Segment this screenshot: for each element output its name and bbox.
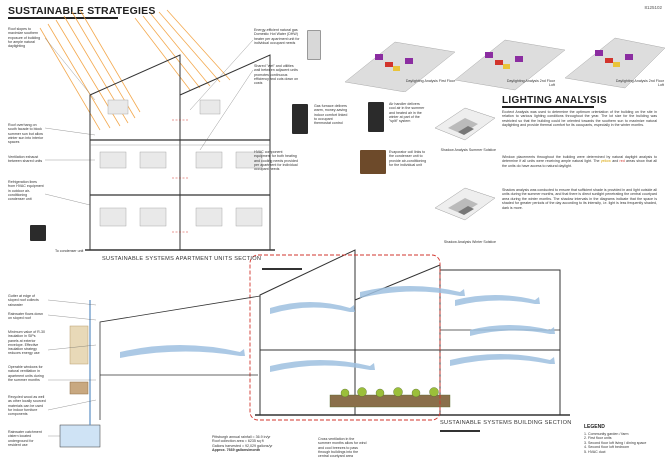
rain-line-4: Approx. 7669 gallons/month <box>212 447 261 452</box>
page-title: SUSTAINABLE STRATEGIES <box>8 5 156 17</box>
caption-daylight-2: Daylighting Analysis 2nd Floor Loft <box>506 79 555 88</box>
legend-item: 2. First floor units <box>584 436 612 441</box>
note-recycled-wood: Recycled wood as well as other locally s… <box>8 395 46 417</box>
legend-item: 5. HVAC duct <box>584 449 606 454</box>
hvac-ducts <box>172 119 188 233</box>
note-rain-flow: Rainwater flows down on sloped roof <box>8 312 43 321</box>
caption-shadow-winter: Shadow Analysis Winter Solstice <box>443 240 496 244</box>
note-dhw-heater: Energy-efficient natural gas Domestic Ho… <box>254 28 300 45</box>
legend-item: 4. Second floor loft bedroom <box>584 445 630 450</box>
legend-title: LEGEND <box>584 424 605 430</box>
lighting-analysis-title: LIGHTING ANALYSIS <box>502 95 607 106</box>
condenser-unit-image <box>30 225 46 241</box>
courtyard-garden <box>329 387 451 408</box>
legend-item: 3. Second floor loft living / dining spa… <box>584 440 647 445</box>
apartment-section-label: SUSTAINABLE SYSTEMS APARTMENT UNITS SECT… <box>102 256 262 262</box>
note-evaporator: Evaporator coil links to the condenser u… <box>389 150 427 167</box>
note-hvac-component: HVAC component equipment for both heatin… <box>254 150 298 172</box>
note-insulation: Minimum value of R-30 insulation in SIPs… <box>8 330 45 356</box>
furnace-image <box>292 104 308 134</box>
p2-text: Window placements throughout the buildin… <box>502 155 657 164</box>
rain-line-3: Gallons harvested = 92,029 gallons/yr <box>212 443 273 448</box>
note-gutter: Gutter at edge of sloped roof collects r… <box>8 294 39 307</box>
water-heater-image <box>307 30 321 60</box>
note-roof-slope: Roof slopes to maximize southern exposur… <box>8 27 41 49</box>
title-underline <box>8 17 118 19</box>
p2-yellow: yellow <box>600 159 611 164</box>
rain-line-1: Pittsburgh annual rainfall = 36.9 in/yr <box>212 435 271 439</box>
lighting-underline <box>502 106 594 108</box>
apartment-section <box>85 54 275 251</box>
apartment-interior <box>99 99 263 227</box>
legend-items: 1. Community garden / farm 2. First floo… <box>584 432 664 454</box>
leader-lines <box>44 37 254 437</box>
note-operable-windows: Operable windows for natural ventilation… <box>8 365 44 382</box>
note-cross-ventilation: Cross ventilation in the summer months a… <box>318 437 367 459</box>
note-to-condenser: To condenser unit <box>55 249 84 253</box>
evaporator-coil-image <box>360 150 386 174</box>
rain-calculation: Pittsburgh annual rainfall = 36.9 in/yr … <box>212 435 294 452</box>
rainwater-system <box>59 300 101 448</box>
note-gas-furnace: Gas furnace delivers warm, money-saving … <box>314 104 348 126</box>
p2-red: red <box>619 159 625 164</box>
left-building <box>99 295 261 420</box>
legend-item: 1. Community garden / farm <box>584 432 629 436</box>
building-section-label: SUSTAINABLE SYSTEMS BUILDING SECTION <box>440 420 572 426</box>
caption-daylight-1: Daylighting Analysis First Floor <box>405 79 455 83</box>
scale-bar-2 <box>440 430 480 432</box>
note-air-handler: Air handler delivers cool air in the sum… <box>389 102 425 124</box>
note-ventilation: Ventilation exhaust between shared units <box>8 155 43 164</box>
lighting-paragraph-2: Window placements throughout the buildin… <box>502 155 657 168</box>
note-refrigeration: Refrigeration lines from HVAC equipment … <box>8 180 44 202</box>
page-id: 8125102 <box>644 5 662 10</box>
building-section <box>255 249 570 416</box>
air-handler-image <box>368 102 384 132</box>
shadow-thumbnails <box>434 107 496 221</box>
scale-bar <box>262 268 302 270</box>
wind-arrows <box>120 286 555 372</box>
note-roof-overhang: Roof overhang on south facade to block s… <box>8 123 44 145</box>
rain-line-2: Roof collection area = 6235 sq ft <box>212 439 264 444</box>
lighting-paragraph-1: Ecotect Analysis was used to determine t… <box>502 110 657 128</box>
note-cistern: Rainwater catchment cistern located unde… <box>8 430 42 447</box>
highlight-frame <box>249 254 441 421</box>
lighting-paragraph-3: Shadow analysis was conducted to ensure … <box>502 188 658 210</box>
p2-post: areas show that all the units do have ac… <box>502 159 657 168</box>
caption-daylight-3: Daylighting Analysis 2nd Floor Loft <box>615 79 664 88</box>
note-shared-wall: Shared "wet" and utilities wall between … <box>254 64 299 86</box>
p2-mid: and <box>610 159 620 164</box>
daylight-thumbnails <box>345 37 665 92</box>
caption-shadow-summer: Shadow Analysis Summer Solstice <box>440 148 496 152</box>
